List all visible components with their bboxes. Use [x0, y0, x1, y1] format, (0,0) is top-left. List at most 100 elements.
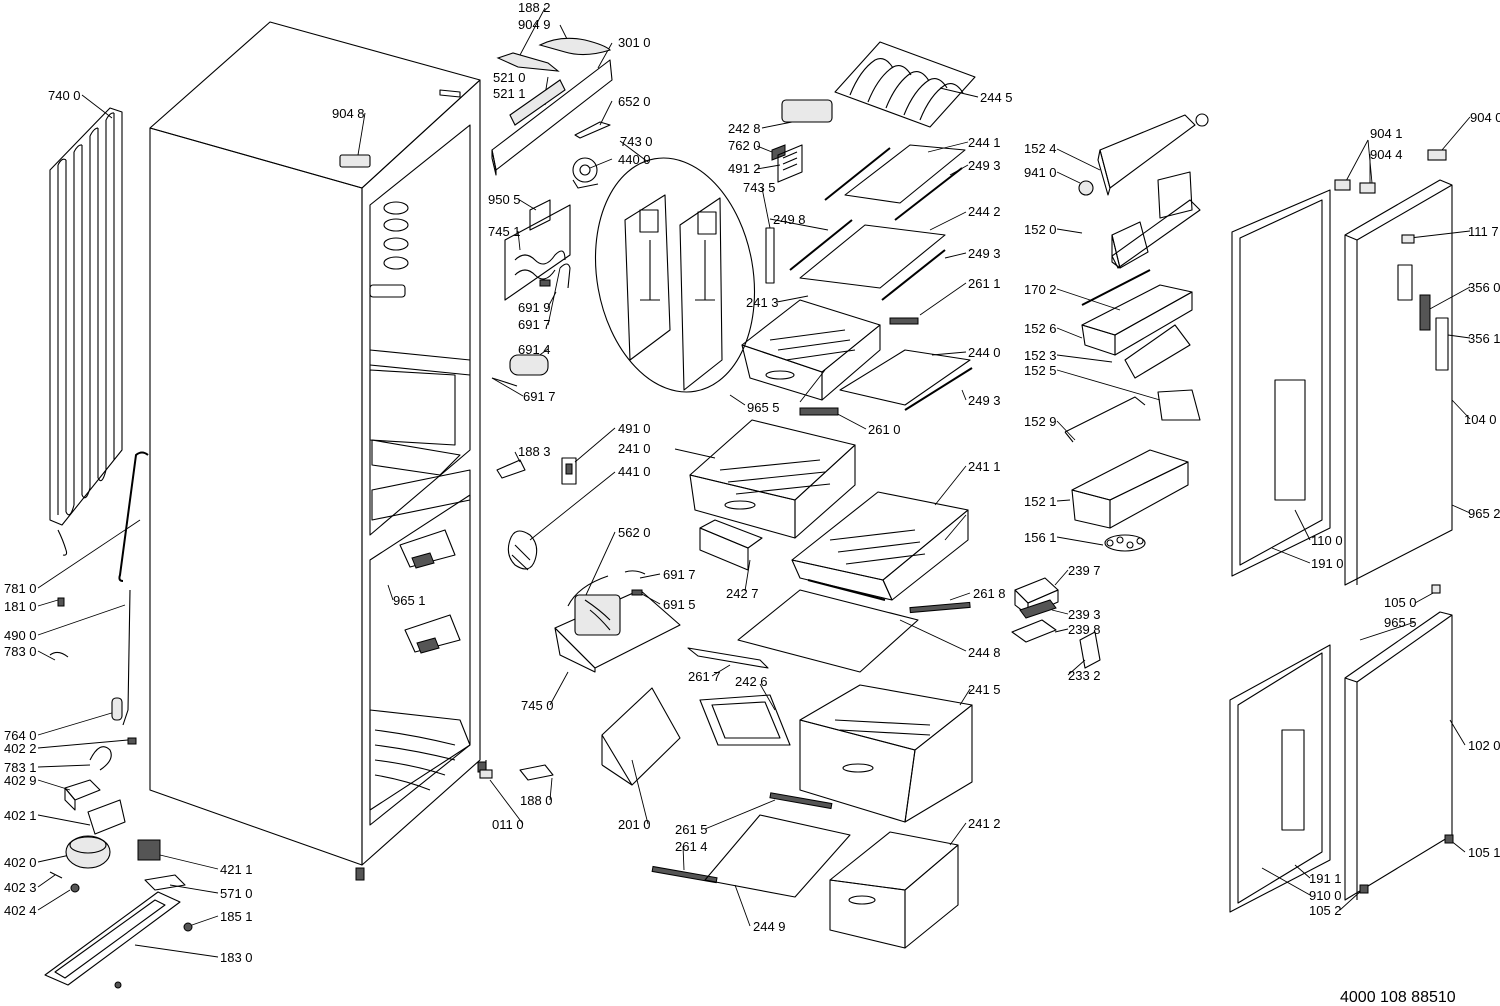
fan-duct-745-0	[554, 570, 681, 673]
rail-261-7	[687, 647, 769, 669]
holder-242-7	[699, 519, 763, 571]
cabinet	[149, 21, 487, 881]
callout-191-0: 191 0	[1311, 556, 1344, 571]
callout-152-1: 152 1	[1024, 494, 1057, 509]
callout-241-3: 241 3	[746, 295, 779, 310]
crisper-241-5	[799, 684, 973, 823]
callout-188-3: 188 3	[518, 444, 551, 459]
callout-562-0: 562 0	[618, 525, 651, 540]
callout-105-2: 105 2	[1309, 903, 1342, 918]
callout-152-3: 152 3	[1024, 348, 1057, 363]
callout-242-7: 242 7	[726, 586, 759, 601]
callout-652-0: 652 0	[618, 94, 651, 109]
callout-239-7: 239 7	[1068, 563, 1101, 578]
callout-249-3a: 249 3	[968, 158, 1001, 173]
callout-402-4: 402 4	[4, 903, 37, 918]
callout-249-8: 249 8	[773, 212, 806, 227]
callout-762-0: 762 0	[728, 138, 761, 153]
callout-490-0: 490 0	[4, 628, 37, 643]
document-number: 4000 108 88510	[1340, 989, 1456, 1006]
callout-104-0: 104 0	[1464, 412, 1497, 427]
callout-356-0: 356 0	[1468, 280, 1500, 295]
freezer-door	[1344, 584, 1454, 901]
callout-402-0: 402 0	[4, 855, 37, 870]
callout-950-5: 950 5	[488, 192, 521, 207]
callout-941-0: 941 0	[1024, 165, 1057, 180]
heater-parts	[491, 199, 571, 387]
callout-356-1: 356 1	[1468, 331, 1500, 346]
callout-904-0: 904 0	[1470, 110, 1500, 125]
callout-105-1: 105 1	[1468, 845, 1500, 860]
callout-241-5: 241 5	[968, 682, 1001, 697]
callout-691-7b: 691 7	[523, 389, 556, 404]
callout-402-9: 402 9	[4, 773, 37, 788]
callout-521-0: 521 0	[493, 70, 526, 85]
callout-261-1: 261 1	[968, 276, 1001, 291]
callout-152-5: 152 5	[1024, 363, 1057, 378]
callout-910-0: 910 0	[1309, 888, 1342, 903]
callout-965-5a: 965 5	[747, 400, 780, 415]
callout-249-3b: 249 3	[968, 246, 1001, 261]
callout-170-2: 170 2	[1024, 282, 1057, 297]
callout-241-2: 241 2	[968, 816, 1001, 831]
callout-402-2: 402 2	[4, 741, 37, 756]
callout-185-1: 185 1	[220, 909, 253, 924]
callout-105-0: 105 0	[1384, 595, 1417, 610]
callout-904-1: 904 1	[1370, 126, 1403, 141]
callout-241-1: 241 1	[968, 459, 1001, 474]
divider-242-6	[699, 694, 791, 746]
callout-691-7c: 691 7	[663, 567, 696, 582]
callout-904-9: 904 9	[518, 17, 551, 32]
pipe-part	[118, 451, 149, 582]
evaporator-assembly	[594, 157, 756, 393]
bracket-188-0	[519, 764, 554, 781]
callout-402-3: 402 3	[4, 880, 37, 895]
callout-244-8: 244 8	[968, 645, 1001, 660]
callout-261-4: 261 4	[675, 839, 708, 854]
callout-244-0: 244 0	[968, 345, 1001, 360]
callout-102-0: 102 0	[1468, 738, 1500, 753]
door-balconies	[1064, 113, 1209, 552]
callout-244-2: 244 2	[968, 204, 1001, 219]
callout-904-8: 904 8	[332, 106, 365, 121]
callout-233-2: 233 2	[1068, 668, 1101, 683]
freezer-door-gasket	[1229, 644, 1331, 913]
callout-244-5: 244 5	[980, 90, 1013, 105]
callout-183-0: 183 0	[220, 950, 253, 965]
callout-783-1: 783 1	[4, 760, 37, 775]
callout-261-0: 261 0	[868, 422, 901, 437]
foot-part	[479, 760, 493, 779]
control-parts	[491, 37, 613, 189]
callout-743-0: 743 0	[620, 134, 653, 149]
rail-261-4	[651, 865, 718, 884]
callout-783-0: 783 0	[4, 644, 37, 659]
fridge-shelves	[789, 144, 973, 416]
shelf-244-8	[737, 589, 919, 673]
callout-244-1: 244 1	[968, 135, 1001, 150]
condenser-part	[49, 107, 123, 556]
wine-rack-part	[834, 41, 976, 128]
callout-249-3c: 249 3	[968, 393, 1001, 408]
callout-904-4: 904 4	[1370, 147, 1403, 162]
crisper-241-2	[829, 831, 959, 949]
callout-440-0: 440 0	[618, 152, 651, 167]
callout-244-9: 244 9	[753, 919, 786, 934]
callout-743-5: 743 5	[743, 180, 776, 195]
crisper-241-0	[689, 419, 856, 539]
ice-parts	[1011, 577, 1101, 669]
callout-764-0: 764 0	[4, 728, 37, 743]
callout-156-1: 156 1	[1024, 530, 1057, 545]
callout-261-5: 261 5	[675, 822, 708, 837]
callout-261-7: 261 7	[688, 669, 721, 684]
compressor-area	[44, 589, 193, 989]
callout-152-6: 152 6	[1024, 321, 1057, 336]
callout-965-1: 965 1	[393, 593, 426, 608]
small-fridge-parts	[496, 457, 577, 571]
callout-740-0: 740 0	[48, 88, 81, 103]
callout-691-5: 691 5	[663, 597, 696, 612]
callout-301-0: 301 0	[618, 35, 651, 50]
callout-691-7a: 691 7	[518, 317, 551, 332]
callout-labels: 188 2 904 9 301 0 521 0 521 1 652 0 740 …	[4, 0, 1500, 965]
callout-441-0: 441 0	[618, 464, 651, 479]
